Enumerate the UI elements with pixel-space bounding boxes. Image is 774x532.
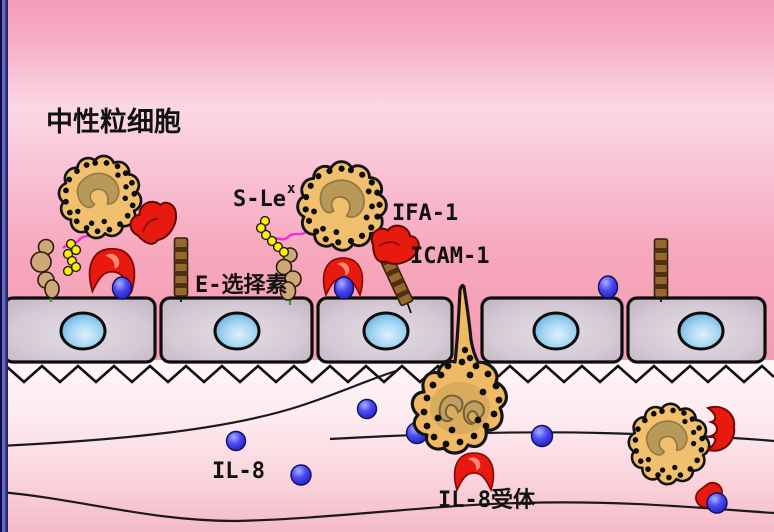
icam1-molecule xyxy=(173,237,189,297)
endothelial-nucleus xyxy=(59,311,107,351)
neutrophil-nucleus-lobes xyxy=(438,394,485,426)
label-slex-sup: x xyxy=(287,181,296,197)
label-il8: IL-8 xyxy=(212,459,265,484)
icam1-molecule xyxy=(653,238,669,298)
il8-molecule xyxy=(225,430,247,452)
selectin-chain-2 xyxy=(255,215,310,305)
il8-molecule xyxy=(597,275,619,299)
label-il8-receptor: IL-8受体 xyxy=(438,487,536,513)
labels: 中性粒细胞 S-Le x E-选择素 IFA-1 ICAM-1 IL-8 IL-… xyxy=(46,106,536,513)
basement-membrane-zigzag xyxy=(5,364,774,384)
il8-molecule xyxy=(290,464,312,486)
endothelial-nuclei xyxy=(59,311,725,351)
endothelial-nucleus xyxy=(362,311,410,351)
integrin-claw-icon xyxy=(705,405,736,452)
neutrophil-granules xyxy=(420,346,503,448)
label-neutrophil: 中性粒细胞 xyxy=(46,106,181,138)
il8-molecules-tissue xyxy=(225,398,554,486)
e-selectin-beads xyxy=(275,247,302,301)
surface-receptors xyxy=(88,247,619,300)
label-slex: S-Le xyxy=(233,187,286,212)
il8-molecule xyxy=(706,492,728,514)
endothelial-nucleus xyxy=(213,311,261,351)
endothelial-cell-row xyxy=(2,296,767,364)
label-icam1: ICAM-1 xyxy=(410,244,489,269)
left-border xyxy=(0,0,8,532)
il8-molecule xyxy=(111,276,133,300)
sialyl-lewis-beads xyxy=(62,238,82,277)
tissue-fiber xyxy=(0,490,774,523)
tissue-fiber xyxy=(0,369,397,448)
sialyl-lewis-beads xyxy=(255,215,290,258)
icam1-rods xyxy=(173,237,669,314)
il8-molecule xyxy=(356,398,378,420)
neutrophil-transmigrating xyxy=(410,283,508,491)
selectin-chain-1 xyxy=(30,230,96,302)
il8-molecule xyxy=(530,424,554,448)
il8-molecule xyxy=(333,276,355,300)
neutrophil-migrated xyxy=(621,396,736,514)
label-e-selectin: E-选择素 xyxy=(195,272,288,298)
endothelial-nucleus xyxy=(677,311,725,351)
label-ifa1: IFA-1 xyxy=(392,201,458,226)
endothelial-nucleus xyxy=(532,311,580,351)
e-selectin-beads xyxy=(30,238,60,299)
